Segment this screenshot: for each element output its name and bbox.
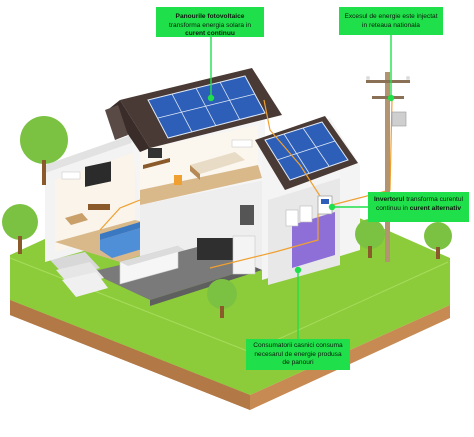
ac-unit-icon	[61, 171, 81, 180]
entrance-steps	[50, 252, 108, 297]
tree-icon	[355, 219, 385, 258]
bed-icon	[190, 152, 245, 174]
tree-icon	[207, 279, 237, 318]
tv-icon	[85, 161, 111, 187]
callout-inverter: Invertorul transforma curentul continuu …	[368, 192, 469, 222]
house-right-wing	[255, 116, 360, 285]
tree-icon	[20, 116, 68, 185]
callout-consumers-text-1: Consumatorii casnici consuma necesarul d…	[253, 342, 343, 367]
callout-inverter-text-1: transforma curentul continuu in	[375, 196, 464, 212]
callout-inverter-strong-1: Invertorul	[373, 196, 405, 203]
solar-panel-icon	[147, 75, 266, 139]
callout-leader-lines	[207, 35, 395, 339]
solar-panel-icon	[264, 121, 349, 181]
callout-panels-strong-2: curent continuu	[185, 30, 235, 38]
callout-grid-injection: Excesul de energie este injectat in rete…	[339, 7, 443, 35]
callout-inverter-strong-2: curent alternativ	[409, 204, 462, 212]
house-left-wing	[45, 132, 200, 262]
roof-main	[105, 68, 282, 152]
tree-icon	[2, 204, 38, 254]
callout-panels-text-1: transforma energia solara in	[168, 21, 252, 29]
callout-grid-text-1: Excesul de energie este injectat in rete…	[344, 13, 438, 29]
callout-solar-panels: Panourile fotovoltaice transforma energi…	[156, 7, 264, 37]
callout-household-consumers: Consumatorii casnici consuma necesarul d…	[246, 339, 350, 370]
tree-icon	[424, 222, 452, 259]
callout-panels-strong-1: Panourile fotovoltaice	[175, 13, 245, 20]
sofa-icon	[100, 228, 152, 258]
